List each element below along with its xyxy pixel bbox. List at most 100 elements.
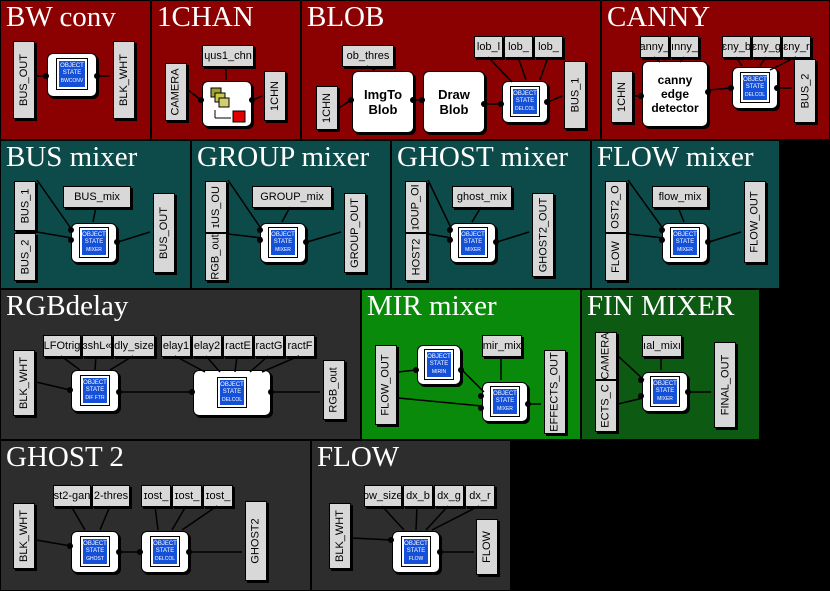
port-camera[interactable]: CAMERA: [595, 332, 617, 380]
port-canny-g[interactable]: ɛny_g: [752, 36, 781, 58]
port-fract-g[interactable]: ractG: [254, 335, 284, 357]
port-ghost2-thres[interactable]: 2-thres: [92, 485, 130, 507]
port-flow-dx-b[interactable]: dx_b: [403, 485, 433, 507]
port-canny-r[interactable]: ɛny_r: [782, 36, 811, 58]
port-flow-out[interactable]: FLOW_OUT: [375, 345, 397, 425]
port-bus-out[interactable]: BUS_OUT: [153, 193, 175, 273]
panel-title: FLOW mixer: [597, 141, 754, 173]
port-bus2[interactable]: BUS_2: [794, 59, 816, 123]
port-effects-c[interactable]: ECTS_C: [595, 380, 617, 432]
port-bus-out[interactable]: BUS_OUT: [13, 41, 35, 119]
port-bus1[interactable]: BUS_1: [564, 61, 586, 129]
port-blob-thres[interactable]: ob_thres: [342, 45, 394, 67]
port-flow-dx-g[interactable]: dx_g: [434, 485, 464, 507]
imgto-blob-node[interactable]: ImgTo Blob: [352, 71, 414, 133]
port-final-out[interactable]: FINAL_OUT: [714, 342, 736, 428]
panel-flow: FLOW BLK_WHT ɔw_size dx_b dx_g dx_r OBJE…: [311, 440, 511, 591]
port-ghost2-out-in[interactable]: OST2_O: [605, 181, 627, 233]
port-final-mix[interactable]: ıal_mixı: [642, 335, 682, 357]
port-ghost2-out[interactable]: GHOST2: [245, 501, 267, 581]
panel-title: FIN MIXER: [587, 290, 735, 322]
port-blk-wht[interactable]: BLK_WHT: [113, 41, 135, 119]
port-mir-mix[interactable]: mir_mix: [482, 335, 522, 357]
port-flow-out[interactable]: FLOW_OUT: [744, 181, 766, 263]
port-blob-param1[interactable]: lob_l: [474, 36, 503, 58]
port-bus2[interactable]: BUS_2: [14, 233, 36, 281]
port-delay1[interactable]: elay1: [161, 335, 191, 357]
port-blk-wht[interactable]: BLK_WHT: [13, 350, 35, 416]
port-bus-mix[interactable]: BUS_mix: [63, 186, 131, 208]
port-fract-e[interactable]: ractE: [223, 335, 253, 357]
port-group-out-in[interactable]: ɪOUP_OI: [405, 181, 427, 233]
port-blk-wht[interactable]: BLK_WHT: [329, 503, 351, 569]
port-group-mix[interactable]: GROUP_mix: [252, 186, 332, 208]
port-flow-out[interactable]: FLOW: [476, 519, 498, 575]
port-blob-param2[interactable]: lob_: [504, 36, 533, 58]
port-blob-param3[interactable]: lob_: [534, 36, 563, 58]
panel-blob: BLOB 1CHN ob_thres ImgTo Blob Draw Blob …: [301, 0, 601, 140]
port-ghost2[interactable]: HOST2: [405, 233, 427, 281]
port-ghost2-out[interactable]: GHOST2_OUT: [532, 193, 554, 277]
canny-edge-detector-node[interactable]: canny edge detector: [642, 61, 708, 127]
port-ghost-mix[interactable]: ghost_mix: [452, 186, 512, 208]
port-bus1[interactable]: BUS_1: [14, 181, 36, 231]
port-canny-param2[interactable]: ınny_: [670, 36, 699, 58]
port-group-out[interactable]: GROUP_OUT: [344, 193, 366, 273]
draw-blob-node[interactable]: Draw Blob: [423, 71, 485, 133]
port-lfotrig[interactable]: LFOtrig: [43, 335, 81, 357]
panel-title: GROUP mixer: [197, 141, 370, 173]
port-canny-b[interactable]: ɛny_b: [722, 36, 751, 58]
port-flow-mix[interactable]: flow_mix: [652, 186, 708, 208]
port-ghost-p3[interactable]: ɪost_: [141, 485, 171, 507]
port-rgb-out[interactable]: RGB_out: [205, 233, 227, 281]
port-ghost-p5[interactable]: ɪost_: [203, 485, 233, 507]
1chan-node[interactable]: [202, 81, 252, 127]
port-dly-size[interactable]: dly_size: [113, 335, 155, 357]
port-flow[interactable]: FLOW: [605, 233, 627, 281]
port-bus1-chn[interactable]: ɥus1_chn: [202, 45, 254, 67]
port-bus-out-in[interactable]: ɪUS_OU: [205, 181, 227, 233]
port-rgb-out[interactable]: RGB_out: [323, 360, 345, 420]
port-camera[interactable]: CAMERA: [165, 63, 187, 121]
port-fract-f[interactable]: ractF: [285, 335, 315, 357]
panel-canny: CANNY anny_ ınny_ 1CHN canny edge detect…: [601, 0, 830, 140]
panel-title: MIR mixer: [367, 290, 497, 322]
panel-title: 1CHAN: [157, 1, 254, 33]
port-flow-size[interactable]: ɔw_size: [364, 485, 402, 507]
port-1chn-out[interactable]: 1CHN: [264, 71, 286, 121]
port-flashl[interactable]: ɜshL«: [82, 335, 112, 357]
port-1chn[interactable]: 1CHN: [611, 71, 633, 123]
port-ghost-p4[interactable]: ɪost_: [172, 485, 202, 507]
port-blk-wht[interactable]: BLK_WHT: [13, 503, 35, 569]
port-delay2[interactable]: elay2: [192, 335, 222, 357]
port-1chn[interactable]: 1CHN: [316, 86, 338, 130]
port-canny-param1[interactable]: anny_: [640, 36, 669, 58]
port-ghost2-gain[interactable]: st2-gan: [53, 485, 91, 507]
port-flow-dx-r[interactable]: dx_r: [465, 485, 495, 507]
port-effects-out[interactable]: EFFECTS_OUT: [544, 350, 566, 434]
